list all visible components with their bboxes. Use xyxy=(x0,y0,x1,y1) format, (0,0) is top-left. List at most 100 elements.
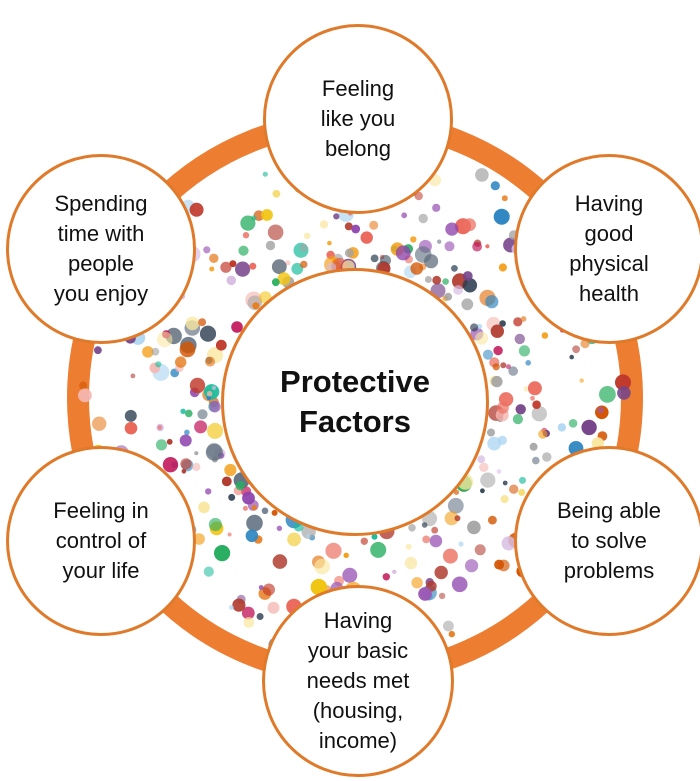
confetti-dot xyxy=(395,245,411,261)
confetti-dot xyxy=(467,520,481,535)
confetti-dot xyxy=(277,272,291,286)
factor-label-solve-problems: Being able to solve problems xyxy=(557,498,661,583)
confetti-dot xyxy=(193,533,205,545)
confetti-dot xyxy=(221,476,232,487)
confetti-dot xyxy=(226,275,237,286)
confetti-dot xyxy=(480,472,496,488)
confetti-dot xyxy=(232,598,246,612)
confetti-dot xyxy=(242,491,255,505)
confetti-dot xyxy=(442,548,458,564)
confetti-dot xyxy=(220,261,232,273)
confetti-dot xyxy=(530,395,535,401)
confetti-dot xyxy=(472,241,482,252)
confetti-dot xyxy=(491,375,503,388)
confetti-dot xyxy=(424,276,432,283)
confetti-dot xyxy=(205,356,216,367)
confetti-dot xyxy=(261,507,269,515)
confetti-dot xyxy=(208,517,222,532)
confetti-dot xyxy=(214,545,231,562)
confetti-dot xyxy=(518,345,531,357)
confetti-dot xyxy=(287,532,301,547)
confetti-dot xyxy=(215,339,227,351)
factor-label-basic-needs: Having your basic needs met (housing, in… xyxy=(306,608,410,753)
confetti-dot xyxy=(477,455,486,464)
confetti-dot xyxy=(501,536,516,551)
confetti-dot xyxy=(541,332,549,339)
center-title: Protective Factors xyxy=(280,364,430,439)
confetti-dot xyxy=(444,511,459,526)
confetti-dot xyxy=(410,262,424,275)
confetti-dot xyxy=(249,262,257,270)
confetti-dot xyxy=(344,248,354,258)
confetti-dot xyxy=(520,316,527,322)
confetti-dot xyxy=(487,436,502,451)
confetti-dot xyxy=(209,400,221,413)
confetti-dot xyxy=(442,278,449,285)
confetti-dot xyxy=(94,346,102,355)
confetti-dot xyxy=(447,497,464,514)
confetti-dot xyxy=(557,423,567,432)
confetti-dot xyxy=(262,171,268,177)
confetti-dot xyxy=(228,605,234,610)
confetti-dot xyxy=(410,236,417,243)
confetti-dot xyxy=(267,224,284,241)
confetti-dot xyxy=(228,493,236,501)
confetti-dot xyxy=(431,526,439,534)
confetti-dot xyxy=(198,501,210,514)
confetti-dot xyxy=(382,573,390,581)
confetti-dot xyxy=(206,395,211,401)
factor-circle-in-control: Feeling in control of your life xyxy=(6,446,196,636)
confetti-dot xyxy=(185,316,200,331)
confetti-dot xyxy=(203,246,211,254)
confetti-dot xyxy=(207,422,223,439)
confetti-dot xyxy=(179,434,192,447)
confetti-dot xyxy=(515,404,526,415)
confetti-dot xyxy=(392,569,397,574)
confetti-dot xyxy=(251,504,257,511)
confetti-dot xyxy=(142,346,154,358)
factor-circle-physical-health: Having good physical health xyxy=(514,154,700,344)
confetti-dot xyxy=(421,522,428,528)
confetti-dot xyxy=(463,218,476,232)
confetti-dot xyxy=(319,220,329,229)
confetti-dot xyxy=(432,275,442,285)
confetti-dot xyxy=(175,356,187,368)
confetti-dot xyxy=(271,259,287,275)
confetti-dot xyxy=(418,213,428,224)
confetti-dot xyxy=(285,260,291,266)
confetti-dot xyxy=(199,325,217,342)
confetti-dot xyxy=(124,409,137,422)
confetti-dot xyxy=(499,320,506,327)
confetti-dot xyxy=(151,347,160,356)
confetti-dot xyxy=(299,243,308,252)
confetti-dot xyxy=(242,232,250,239)
confetti-dot xyxy=(371,533,378,540)
confetti-dot xyxy=(500,495,509,504)
confetti-dot xyxy=(408,524,416,532)
confetti-dot xyxy=(235,481,245,491)
confetti-dot xyxy=(211,385,217,390)
factor-label-physical-health: Having good physical health xyxy=(569,191,649,306)
factor-circle-solve-problems: Being able to solve problems xyxy=(514,446,700,636)
confetti-dot xyxy=(229,260,237,268)
confetti-dot xyxy=(490,324,504,338)
confetti-dot xyxy=(156,331,173,348)
confetti-dot xyxy=(314,558,330,575)
center-circle: Protective Factors xyxy=(221,268,489,536)
confetti-dot xyxy=(267,601,280,614)
confetti-dot xyxy=(261,209,273,221)
confetti-dot xyxy=(180,458,192,470)
confetti-dot xyxy=(300,260,308,269)
confetti-dot xyxy=(501,195,508,202)
confetti-dot xyxy=(496,401,509,414)
confetti-dot xyxy=(405,543,412,550)
confetti-dot xyxy=(512,414,524,425)
confetti-dot xyxy=(262,583,275,596)
confetti-dot xyxy=(474,544,486,556)
confetti-dot xyxy=(448,630,455,638)
confetti-dot xyxy=(252,302,260,310)
confetti-dot xyxy=(482,349,494,360)
confetti-dot xyxy=(462,271,473,281)
confetti-dot xyxy=(617,386,631,400)
confetti-dot xyxy=(437,239,442,244)
